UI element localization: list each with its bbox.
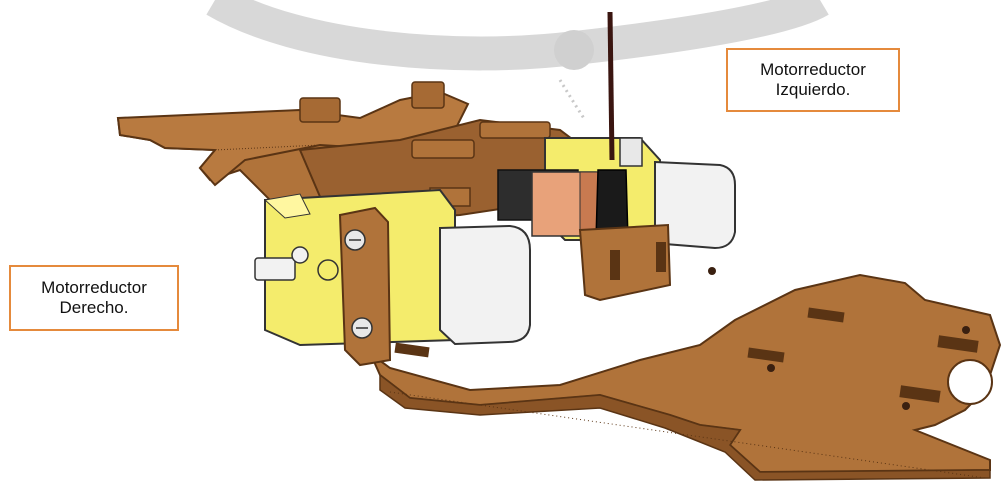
front-bracket xyxy=(580,225,670,300)
callout-left-motor: Motorreductor Izquierdo. xyxy=(726,48,900,112)
callout-right-motor-line1: Motorreductor xyxy=(41,278,147,298)
right-motor xyxy=(255,190,530,345)
callout-left-motor-line2: Izquierdo. xyxy=(776,80,851,100)
callout-left-motor-line1: Motorreductor xyxy=(760,60,866,80)
motor-mount-plate xyxy=(340,208,390,365)
callout-right-motor: Motorreductor Derecho. xyxy=(9,265,179,331)
callout-right-motor-line2: Derecho. xyxy=(60,298,129,318)
